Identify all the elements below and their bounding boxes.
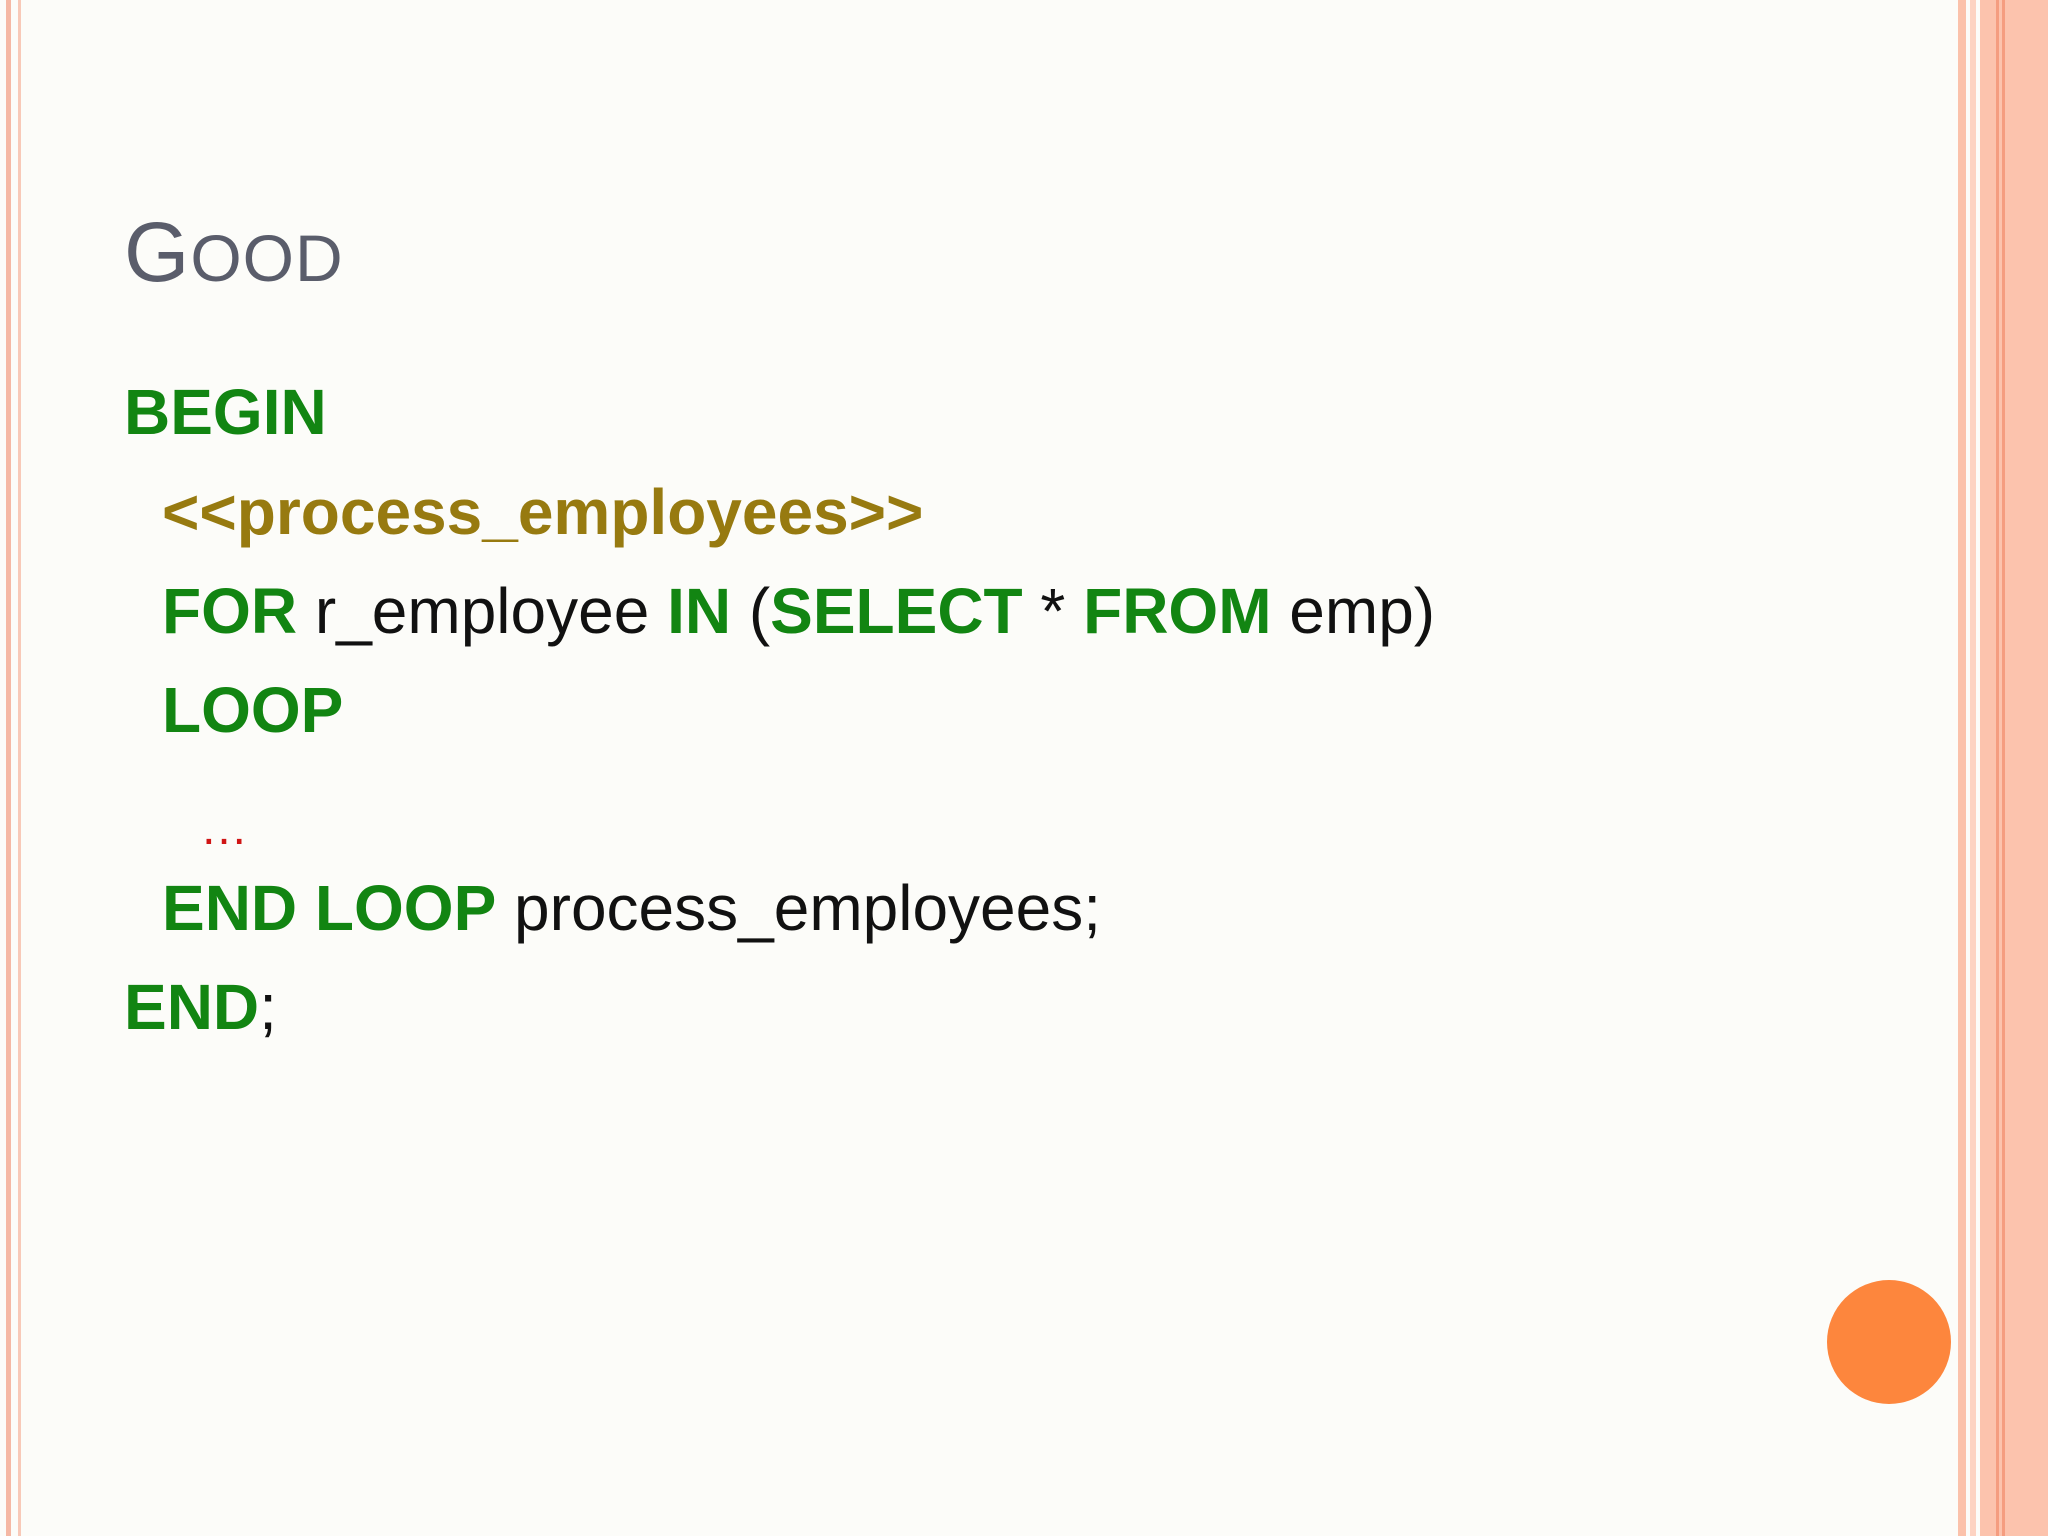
left-border-line: [6, 0, 11, 1536]
slide-title: GOOD: [124, 210, 344, 294]
keyword: END: [124, 971, 260, 1043]
right-border-stripe: [2002, 0, 2005, 1536]
punctuation: *: [1022, 575, 1084, 647]
code-line-end: END;: [124, 975, 277, 1039]
code-line-label: <<process_employees>>: [162, 480, 923, 544]
keyword: LOOP: [162, 674, 344, 746]
loop-label: <<process_employees>>: [162, 476, 924, 548]
right-border-stripe: [1996, 0, 1999, 1536]
code-line-for: FOR r_employee IN (SELECT * FROM emp): [162, 579, 1435, 643]
punctuation: (: [731, 575, 771, 647]
code-line-ellipsis: …: [200, 790, 254, 854]
ellipsis: …: [200, 802, 254, 855]
title-rest: OOD: [190, 221, 344, 295]
identifier: emp): [1271, 575, 1436, 647]
keyword: FROM: [1083, 575, 1272, 647]
identifier: process_employees;: [496, 872, 1101, 944]
title-initial: G: [124, 205, 191, 299]
code-line-loop: LOOP: [162, 678, 343, 742]
identifier: r_employee: [297, 575, 668, 647]
keyword: IN: [667, 575, 732, 647]
left-border-line-inner: [18, 0, 21, 1536]
keyword: SELECT: [770, 575, 1023, 647]
keyword: BEGIN: [124, 376, 327, 448]
right-border-band: [1970, 0, 1976, 1536]
keyword: END LOOP: [162, 872, 497, 944]
punctuation: ;: [259, 971, 277, 1043]
accent-circle: [1827, 1280, 1951, 1404]
right-border-band: [1958, 0, 1966, 1536]
code-line-end-loop: END LOOP process_employees;: [162, 876, 1101, 940]
code-line-begin: BEGIN: [124, 380, 327, 444]
keyword: FOR: [162, 575, 298, 647]
right-border-band: [1980, 0, 2048, 1536]
